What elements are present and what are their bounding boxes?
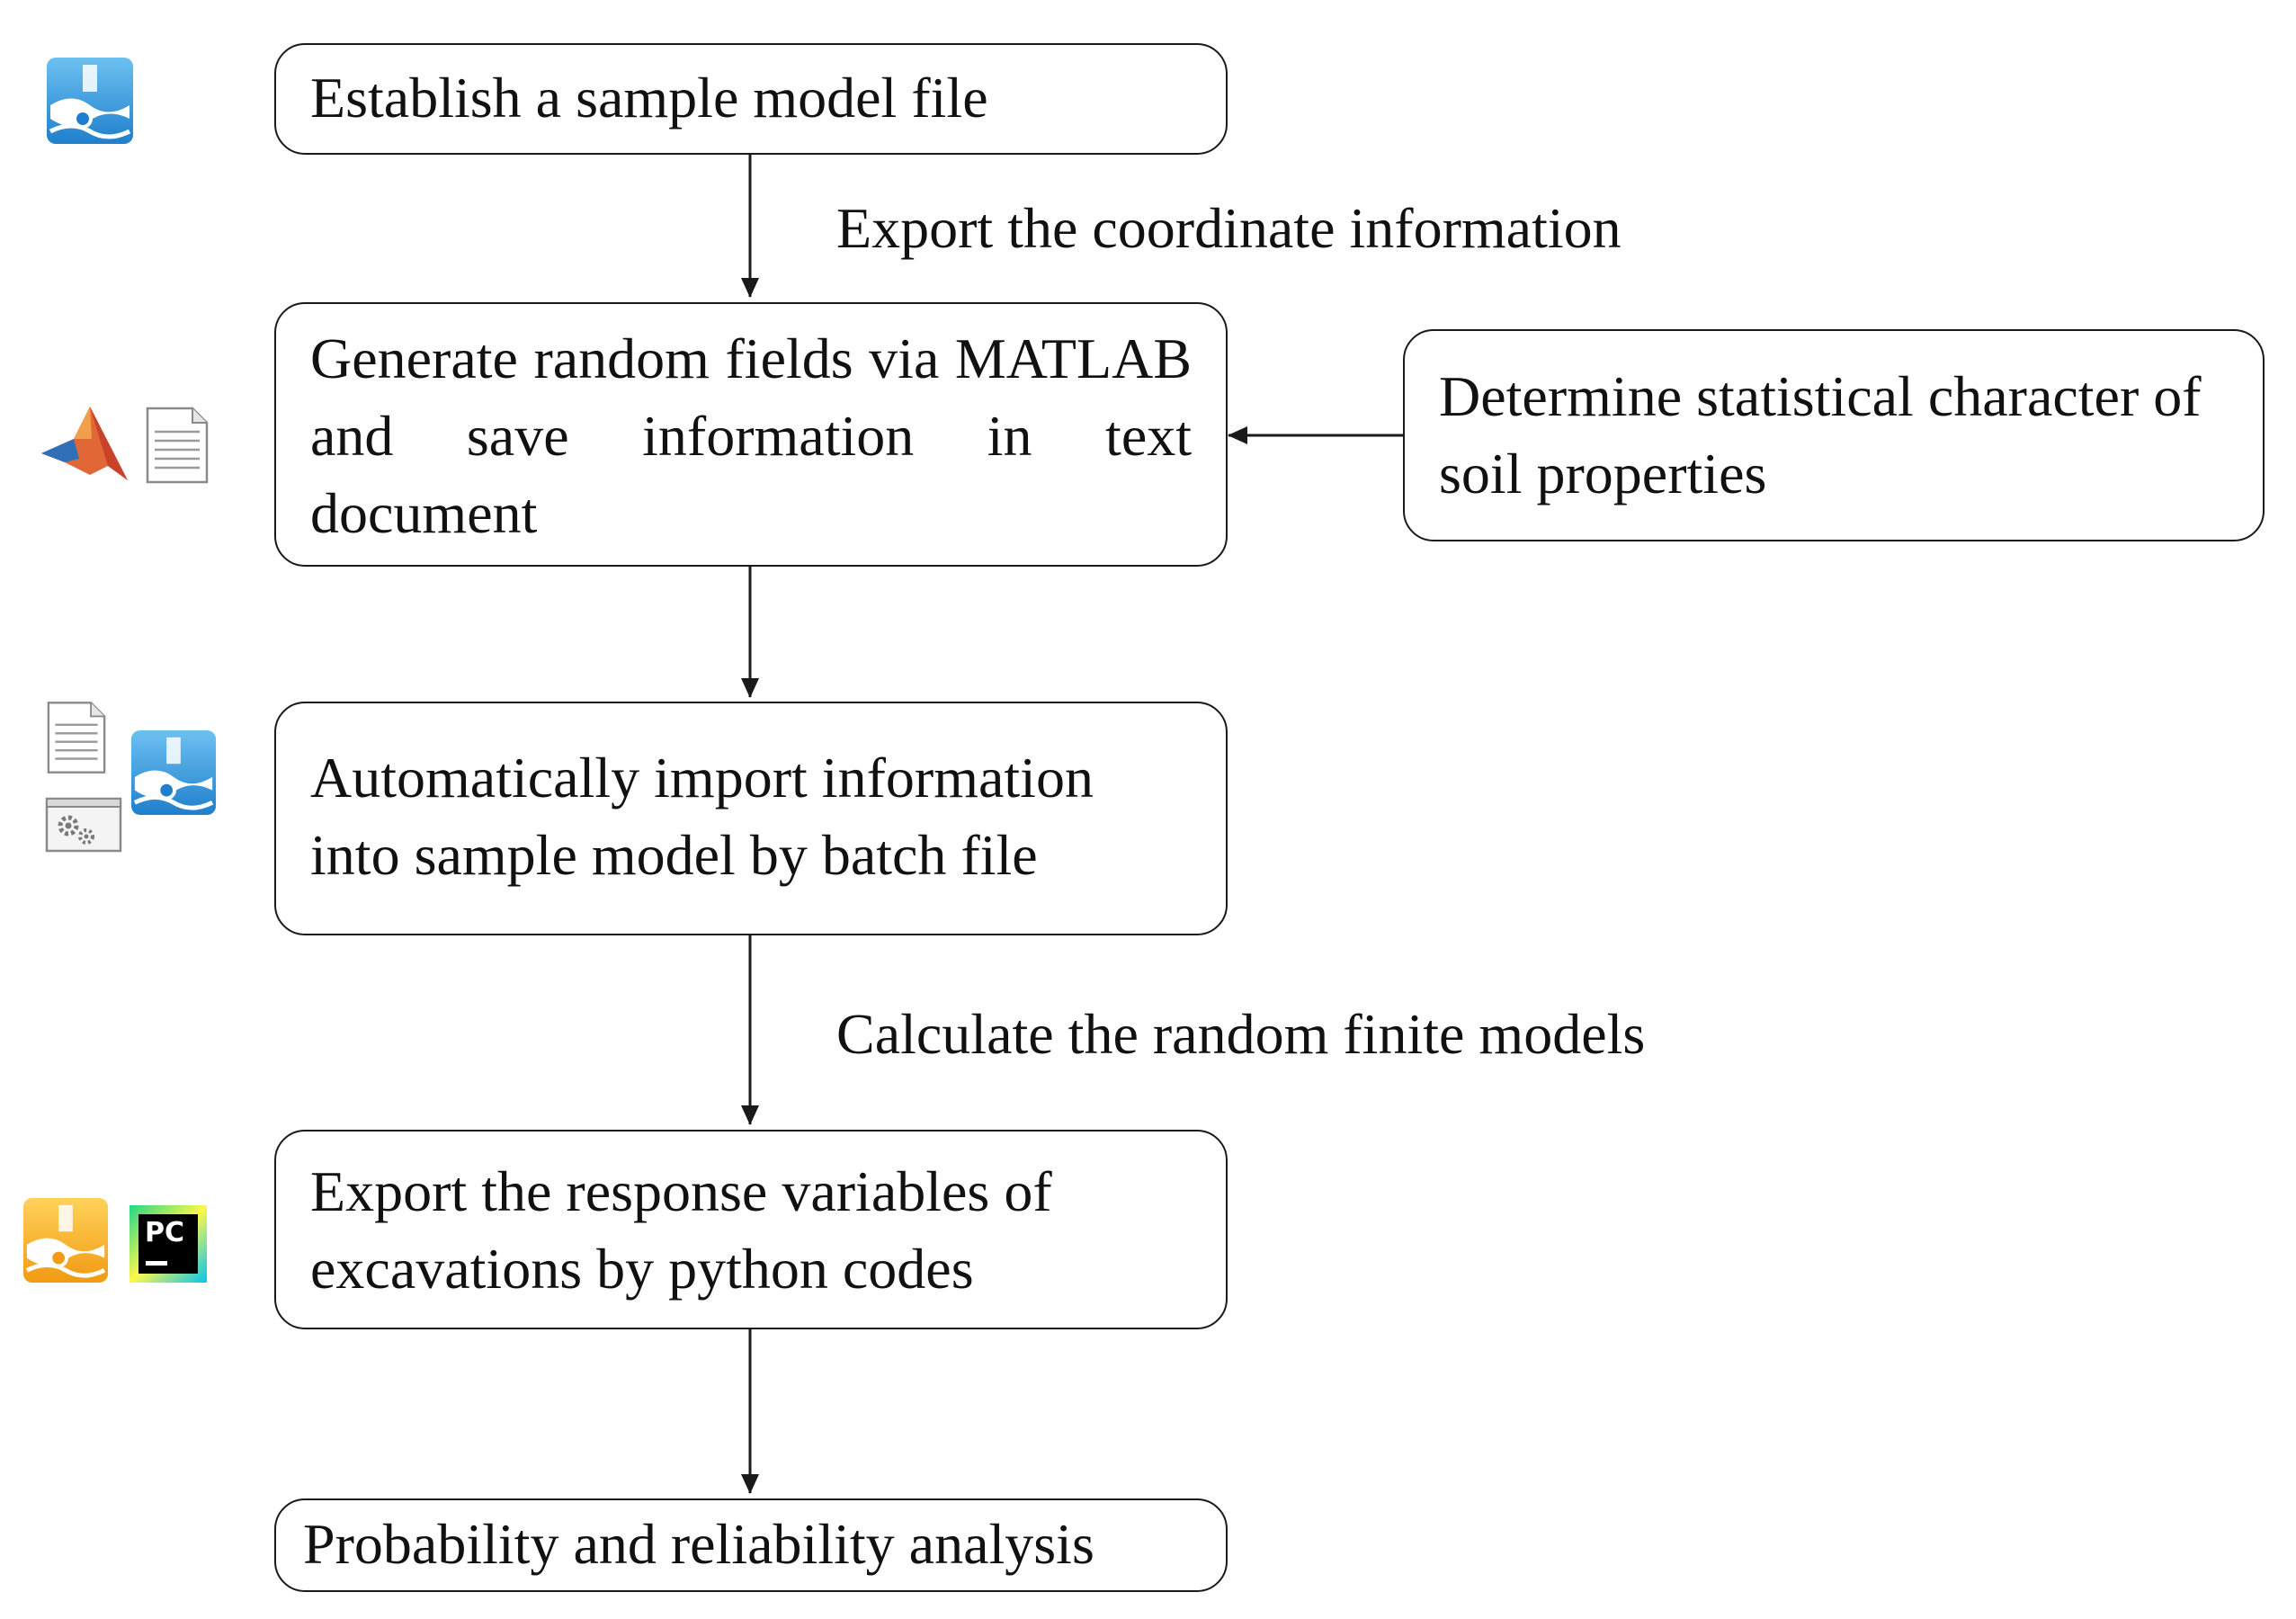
step-establish-label: Establish a sample model file (310, 66, 988, 130)
step-export-response-label: Export the response variables of excavat… (310, 1159, 1052, 1301)
matlab-icon (41, 407, 128, 480)
step-export-response: Export the response variables of excavat… (274, 1130, 1228, 1329)
step-import-label: Automatically import information into sa… (310, 746, 1094, 887)
edge-label-calculate-models: Calculate the random finite models (836, 1002, 1646, 1066)
batch-file-icon (45, 797, 122, 853)
text-document-icon (47, 702, 106, 774)
step-generate-label: Generate random fields via MATLAB and sa… (310, 326, 1192, 545)
edge-label-export-coordinates: Export the coordinate information (836, 196, 1621, 260)
text-document-icon (146, 407, 209, 484)
step-determine-statistics: Determine statistical character of soil … (1403, 329, 2265, 541)
plaxis-input-icon (47, 58, 133, 144)
plaxis-input-icon (130, 729, 217, 816)
step-generate-random-fields: Generate random fields via MATLAB and sa… (274, 302, 1228, 567)
step-probability-analysis: Probability and reliability analysis (274, 1498, 1228, 1592)
step-analysis-label: Probability and reliability analysis (303, 1512, 1094, 1576)
step-import-batch: Automatically import information into sa… (274, 702, 1228, 935)
step-establish-model: Establish a sample model file (274, 43, 1228, 155)
pycharm-icon: PC (130, 1205, 207, 1283)
pycharm-icon-label: PC (145, 1217, 185, 1248)
plaxis-output-icon (22, 1197, 109, 1284)
step-determine-label: Determine statistical character of soil … (1439, 364, 2202, 505)
